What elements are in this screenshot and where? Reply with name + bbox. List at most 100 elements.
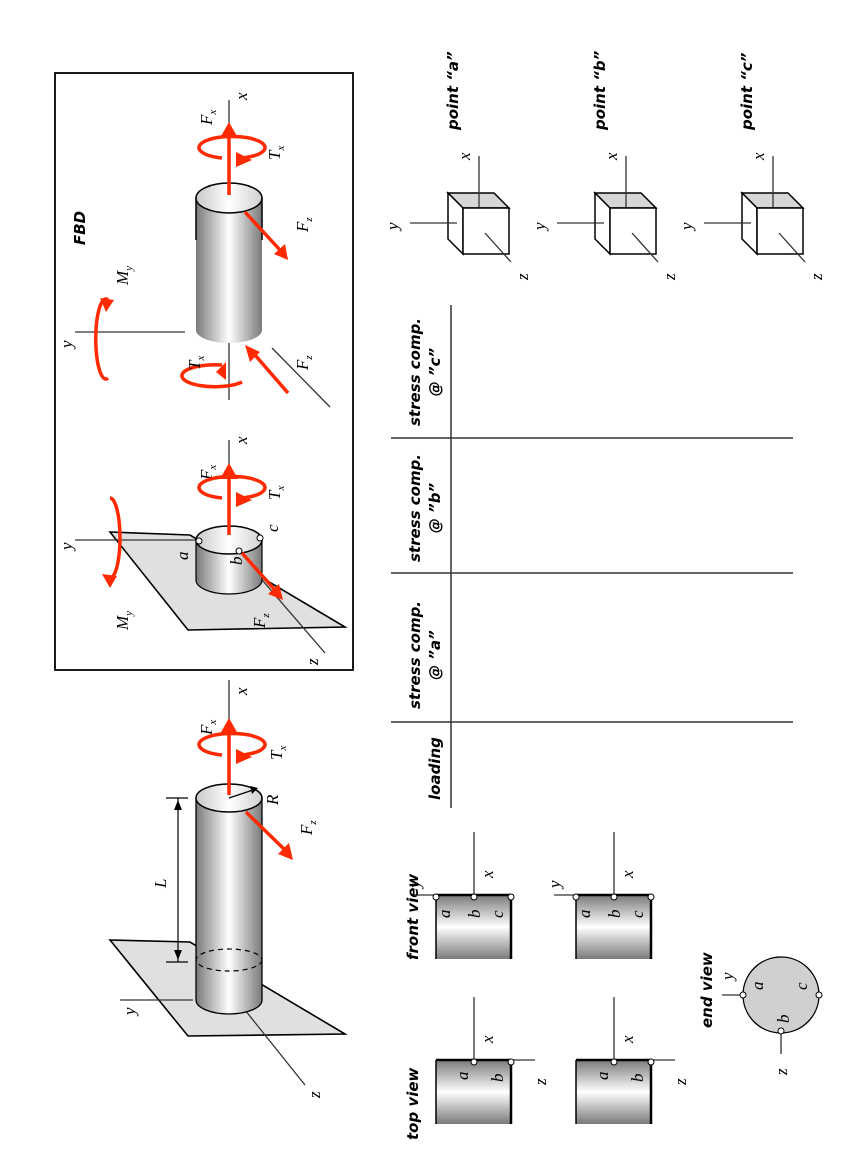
point-b-label: b: [605, 910, 624, 919]
table-header-a: stress comp. @ ”a”: [406, 601, 444, 709]
y-axis-label: y: [57, 542, 76, 552]
point-c-title: point “c”: [738, 52, 756, 131]
point-a-marker: [572, 893, 580, 901]
point-c-label: c: [488, 910, 507, 918]
point-b-title: point “b”: [591, 50, 609, 131]
moment-label: My: [113, 266, 135, 286]
top-view-shaft: [576, 1060, 651, 1124]
point-a-label: a: [435, 910, 454, 919]
torque-x-ring: [197, 474, 267, 500]
radius-arrow: [250, 786, 258, 794]
fbd-title: FBD: [71, 211, 89, 245]
point-a-title: point “a”: [444, 51, 462, 131]
moment-label: My: [113, 611, 135, 631]
point-c-label: c: [263, 524, 282, 532]
point-c-marker: [256, 534, 264, 542]
point-b-label: b: [774, 1015, 793, 1024]
cube-front-face: [756, 207, 804, 255]
x-axis-label: x: [455, 152, 474, 161]
y-axis-label: y: [545, 880, 564, 890]
cube-front-face: [609, 207, 657, 255]
cylinder-body: [196, 198, 262, 343]
z-axis-label: z: [513, 273, 532, 281]
force-label: Fz: [293, 217, 315, 233]
point-a-marker: [432, 893, 440, 901]
y-axis-label: y: [383, 222, 402, 232]
torque-x-ring: [197, 731, 267, 757]
table-header-b: stress comp. @ ”b”: [406, 454, 444, 562]
front-view-shaft: [576, 895, 651, 959]
point-b-label: b: [465, 910, 484, 919]
embedded-section: [195, 948, 263, 972]
point-b-marker: [610, 893, 618, 901]
x-axis-label: x: [478, 870, 497, 879]
force-x-arrow: [220, 718, 238, 734]
torque-x-ring: [180, 363, 243, 389]
radius-label: R: [263, 794, 282, 806]
torque-label: Tx: [267, 746, 289, 760]
point-a-label: a: [453, 1072, 472, 1081]
x-axis-label: x: [232, 687, 251, 696]
x-axis-label: x: [618, 1035, 637, 1044]
z-axis-line: [244, 1009, 306, 1086]
point-a-marker: [470, 1058, 478, 1066]
end-view-label: end view: [698, 952, 716, 1028]
fbd-frame: [54, 72, 354, 671]
y-axis-label: y: [120, 1007, 139, 1017]
force-label: Fz: [250, 613, 272, 629]
z-axis-label: z: [531, 1078, 550, 1086]
torque-label: Tx: [265, 146, 287, 160]
point-b-marker: [235, 547, 243, 555]
header-line: @ ”a”: [426, 630, 444, 680]
x-axis-label: x: [478, 1035, 497, 1044]
cube-front-face: [462, 207, 510, 255]
end-view: end view a b c y z: [698, 952, 823, 1076]
point-c-marker: [647, 893, 655, 901]
x-axis-label: x: [232, 436, 251, 445]
stress-table: loading stress comp. @ ”a” stress comp. …: [391, 305, 793, 808]
stress-cube: x y z point “a”: [383, 51, 532, 281]
point-b-marker: [777, 1027, 785, 1035]
z-axis-label: z: [671, 1078, 690, 1086]
fbd-base-cylinder: a b c Fx x Tx Fz My y z: [57, 436, 348, 666]
point-b-label: b: [227, 557, 246, 566]
force-x-arrow: [220, 122, 238, 138]
point-b-label: b: [488, 1074, 507, 1083]
header-line: stress comp.: [406, 601, 424, 709]
force-label: Fx: [197, 720, 219, 736]
top-view: x a b z: [435, 997, 550, 1124]
torque-label: Tx: [185, 356, 207, 370]
point-c-marker: [507, 893, 515, 901]
x-axis-label: x: [602, 152, 621, 161]
z-axis-label: z: [660, 273, 679, 281]
force-z-arrow: [274, 244, 288, 260]
fbd-cut-cylinder: Fx x Tx Fz My y Tx Fz: [57, 92, 331, 408]
z-axis-line: [631, 232, 659, 263]
header-line: stress comp.: [406, 318, 424, 426]
z-axis-line: [778, 232, 806, 263]
z-axis-label: z: [305, 1091, 324, 1099]
point-a-marker: [739, 991, 747, 999]
point-b-label: b: [628, 1074, 647, 1083]
front-view-shaft: [436, 895, 511, 959]
y-axis-label: y: [57, 340, 76, 350]
point-a-label: a: [575, 910, 594, 919]
top-views: top view: [404, 1067, 422, 1140]
header-line: stress comp.: [406, 454, 424, 562]
length-label: L: [151, 879, 170, 889]
top-view-label: top view: [404, 1067, 422, 1140]
top-view-shaft: [436, 1060, 511, 1124]
force-z-arrow: [245, 345, 260, 362]
z-axis-label: z: [807, 273, 826, 281]
force-z-arrow: [278, 843, 293, 860]
force-label: Fx: [197, 110, 219, 126]
force-label: Fz: [293, 355, 315, 371]
point-a-marker: [610, 1058, 618, 1066]
x-axis-label: x: [749, 152, 768, 161]
moment-y-ring: [109, 496, 122, 580]
header-line: @ ”c”: [426, 347, 444, 396]
